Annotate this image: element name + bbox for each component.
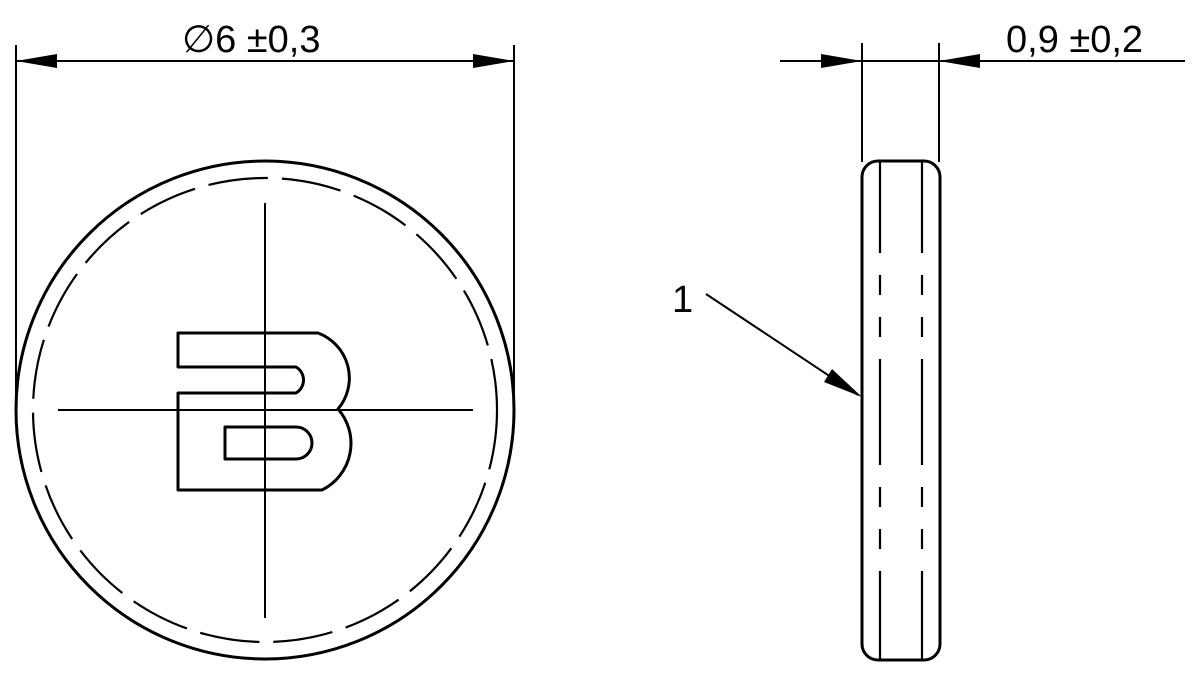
diameter-dimension-text: ∅6 ±0,3	[182, 19, 320, 61]
b-logo-inner-slot	[223, 425, 314, 461]
arrowhead-inward-left-icon	[821, 54, 862, 68]
disc-side-profile	[860, 159, 942, 662]
callout-label: 1	[672, 279, 693, 321]
side-view	[705, 43, 1185, 662]
front-view	[14, 45, 516, 661]
outer-circle	[14, 159, 516, 661]
thickness-dimension-text: 0,9 ±0,2	[1006, 19, 1143, 61]
arrowhead-inward-right-icon	[939, 54, 980, 68]
callout-arrowhead-icon	[824, 369, 862, 397]
arrowhead-right-icon	[473, 54, 514, 68]
arrowhead-left-icon	[16, 54, 57, 68]
b-logo-icon	[176, 331, 353, 492]
inner-dashed-circle	[31, 176, 499, 644]
